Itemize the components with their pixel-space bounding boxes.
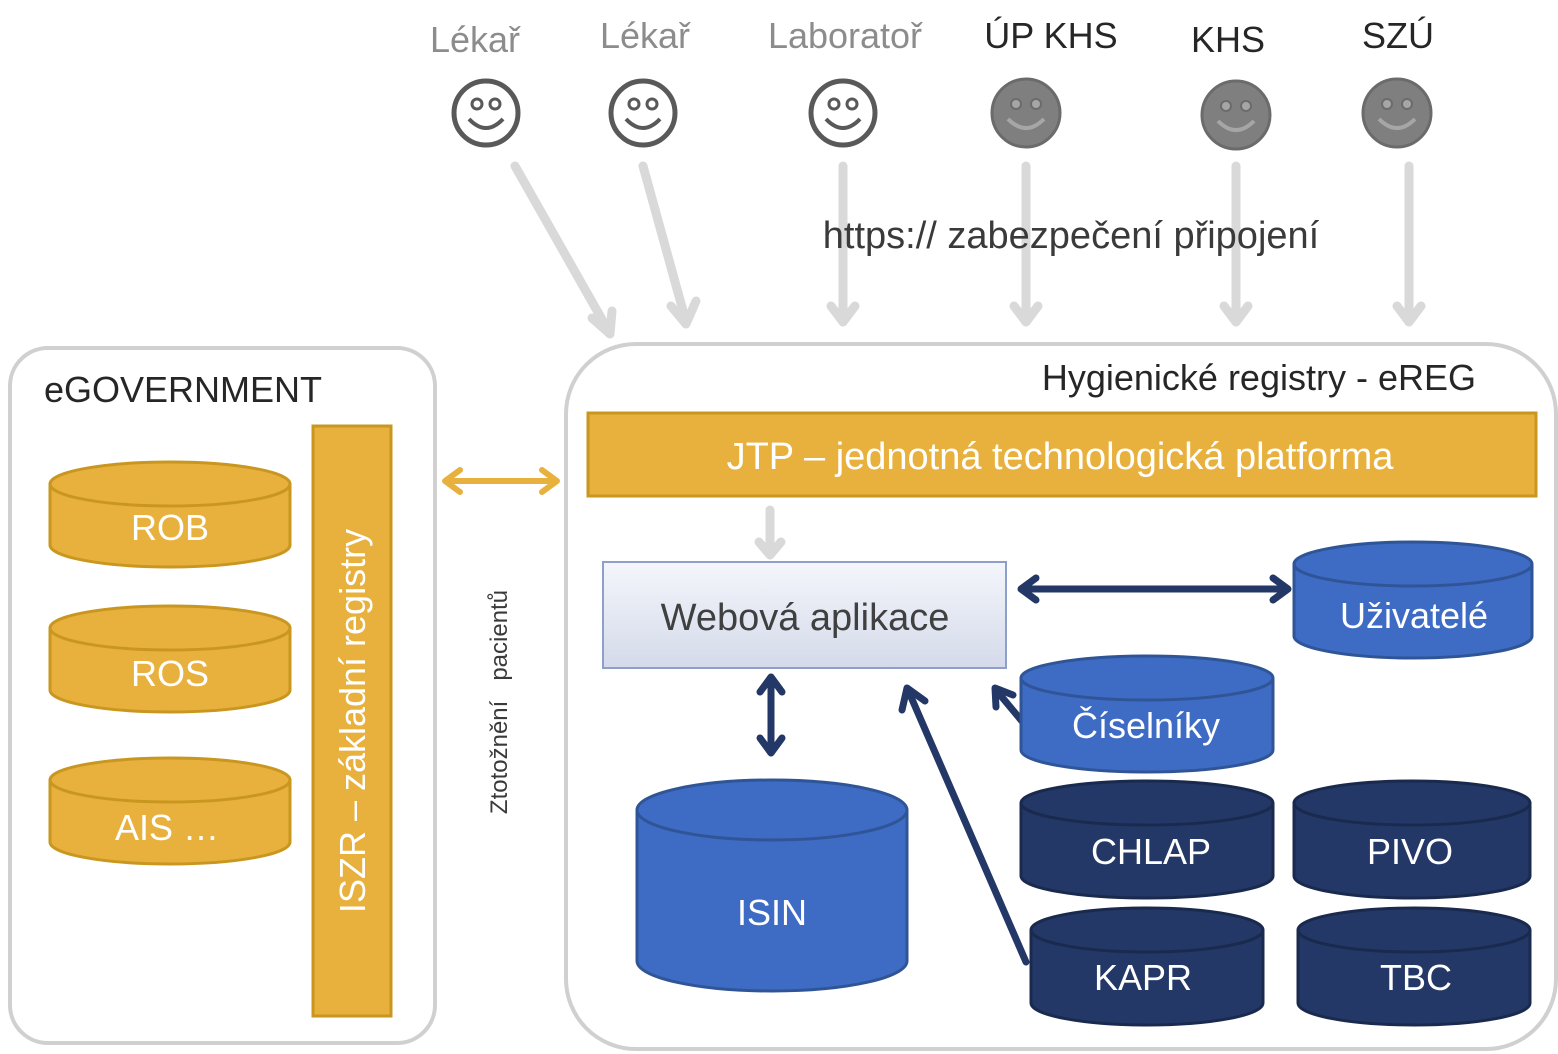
smiley-face-icon xyxy=(1200,79,1272,151)
arrow-lekar1 xyxy=(510,161,617,339)
db-tbc xyxy=(1296,906,1532,1027)
actor-label-szu: SZÚ xyxy=(1362,15,1434,56)
db-kapr-label: KAPR xyxy=(1094,957,1192,998)
navy-arrows xyxy=(756,574,1292,966)
db-users xyxy=(1292,540,1534,660)
db-isin xyxy=(635,778,909,993)
smiley-face-icon xyxy=(808,78,878,148)
egov-jtp-link-arrow xyxy=(442,467,560,495)
actor-label-laboratory: Laboratoř xyxy=(768,15,923,56)
arrow-szu xyxy=(1392,161,1426,327)
db-pivo xyxy=(1292,779,1532,900)
egov-db-rob xyxy=(48,460,292,569)
webapp-label: Webová aplikace xyxy=(661,597,950,639)
kapr-to-webapp-arrow xyxy=(898,684,1030,966)
arrow-khs xyxy=(1219,161,1253,327)
actor-icons xyxy=(451,77,1433,151)
smiley-face-icon xyxy=(451,78,521,148)
iszr-bar xyxy=(311,424,393,1018)
actor-arrows xyxy=(510,161,1426,339)
actor-label-up-khs: ÚP KHS xyxy=(984,15,1117,56)
egov-db-ros xyxy=(48,604,292,714)
smiley-face-icon xyxy=(990,77,1062,149)
db-codelists xyxy=(1019,654,1275,774)
actor-label-lekar1: Lékař xyxy=(430,19,521,60)
db-chlap xyxy=(1019,779,1275,900)
ereg-title: Hygienické registry - eREG xyxy=(1042,357,1476,398)
jtp-label: JTP – jednotná technologická platforma xyxy=(727,436,1395,478)
db-chlap-label: CHLAP xyxy=(1091,831,1211,872)
smiley-face-icon xyxy=(1361,77,1433,149)
arrow-laboratory xyxy=(826,161,860,327)
connection-label: https:// zabezpečení připojení xyxy=(823,215,1320,257)
db-isin-label: ISIN xyxy=(737,892,807,933)
arrow-up-khs xyxy=(1009,161,1043,327)
db-tbc-label: TBC xyxy=(1380,957,1452,998)
arrow-lekar2 xyxy=(638,161,701,329)
egov-title: eGOVERNMENT xyxy=(44,369,322,410)
db-users-label: Uživatelé xyxy=(1340,595,1488,636)
egov-db-ros-label: ROS xyxy=(131,653,209,694)
egov-db-ais-label: AIS … xyxy=(115,807,219,848)
iszr-label: ISZR – základní registry xyxy=(332,529,373,913)
patient-link-label: Ztotožnění pacientů xyxy=(486,590,513,814)
webapp-users-arrow xyxy=(1017,574,1292,604)
actor-label-khs: KHS xyxy=(1191,19,1265,60)
jtp-bar xyxy=(586,411,1538,498)
db-pivo-label: PIVO xyxy=(1367,831,1453,872)
egov-db-ais xyxy=(48,756,292,866)
db-codelists-label: Číselníky xyxy=(1072,705,1220,746)
smiley-face-icon xyxy=(608,78,678,148)
webapp-isin-arrow xyxy=(756,673,786,757)
webapp-box xyxy=(602,561,1007,669)
actor-label-lekar2: Lékař xyxy=(600,15,691,56)
db-kapr xyxy=(1029,906,1265,1027)
egov-db-rob-label: ROB xyxy=(131,507,209,548)
jtp-to-webapp-arrow xyxy=(754,505,786,560)
